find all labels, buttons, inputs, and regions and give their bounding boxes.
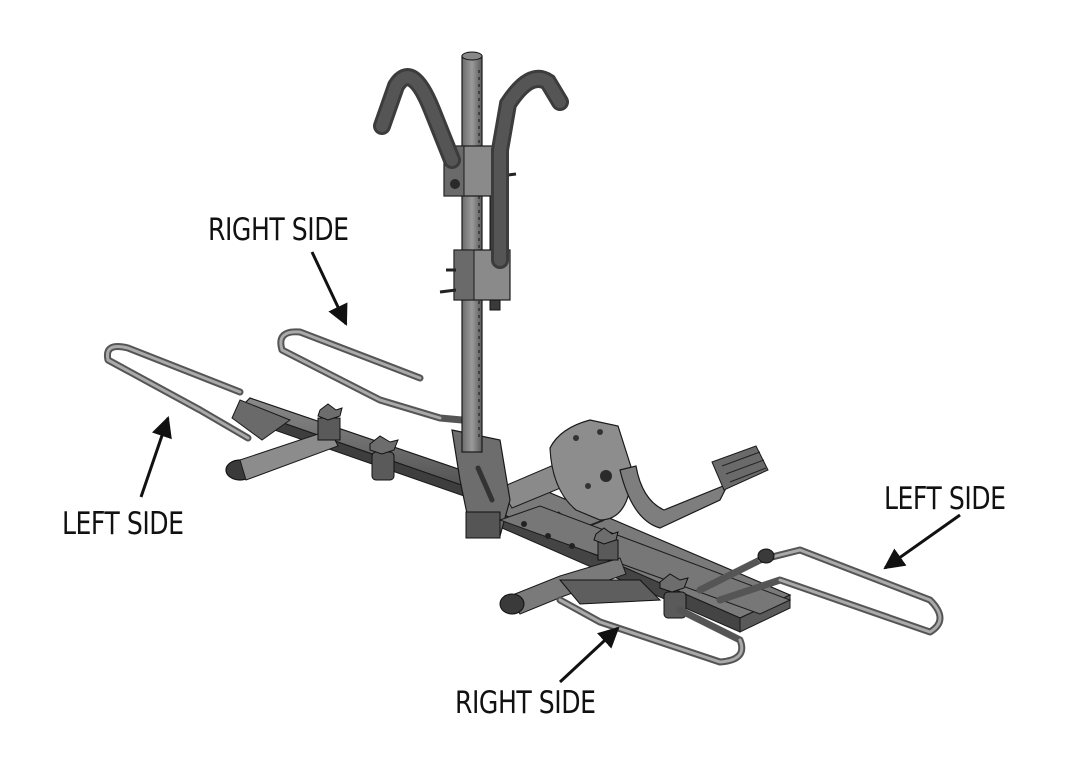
label-right-side-top: RIGHT SIDE [208, 212, 349, 248]
wheel-cradle-front [499, 557, 662, 615]
wheel-tray-left-front [696, 546, 944, 636]
arrow-right-side-bottom [558, 626, 620, 684]
label-left-side-right: LEFT SIDE [884, 481, 1006, 517]
label-right-side-bottom: RIGHT SIDE [455, 685, 596, 721]
arrow-left-side-right [883, 513, 961, 570]
wheel-tray-right-rear [277, 328, 466, 424]
hitch-arm [619, 445, 769, 529]
wheel-tray-right-front [556, 596, 746, 666]
frame-hook-left [373, 68, 461, 169]
arrow-left-side-left [139, 416, 172, 498]
wheel-tray-left-rear [103, 343, 252, 442]
label-left-side-left: LEFT SIDE [62, 506, 184, 542]
frame-hook-right [491, 69, 569, 269]
knob-1 [317, 403, 343, 441]
knob-2 [369, 435, 399, 481]
arrow-right-side-top [310, 251, 348, 326]
mast-base-bracket [451, 429, 511, 539]
callout-arrows [139, 251, 961, 684]
knob-3 [593, 527, 619, 561]
